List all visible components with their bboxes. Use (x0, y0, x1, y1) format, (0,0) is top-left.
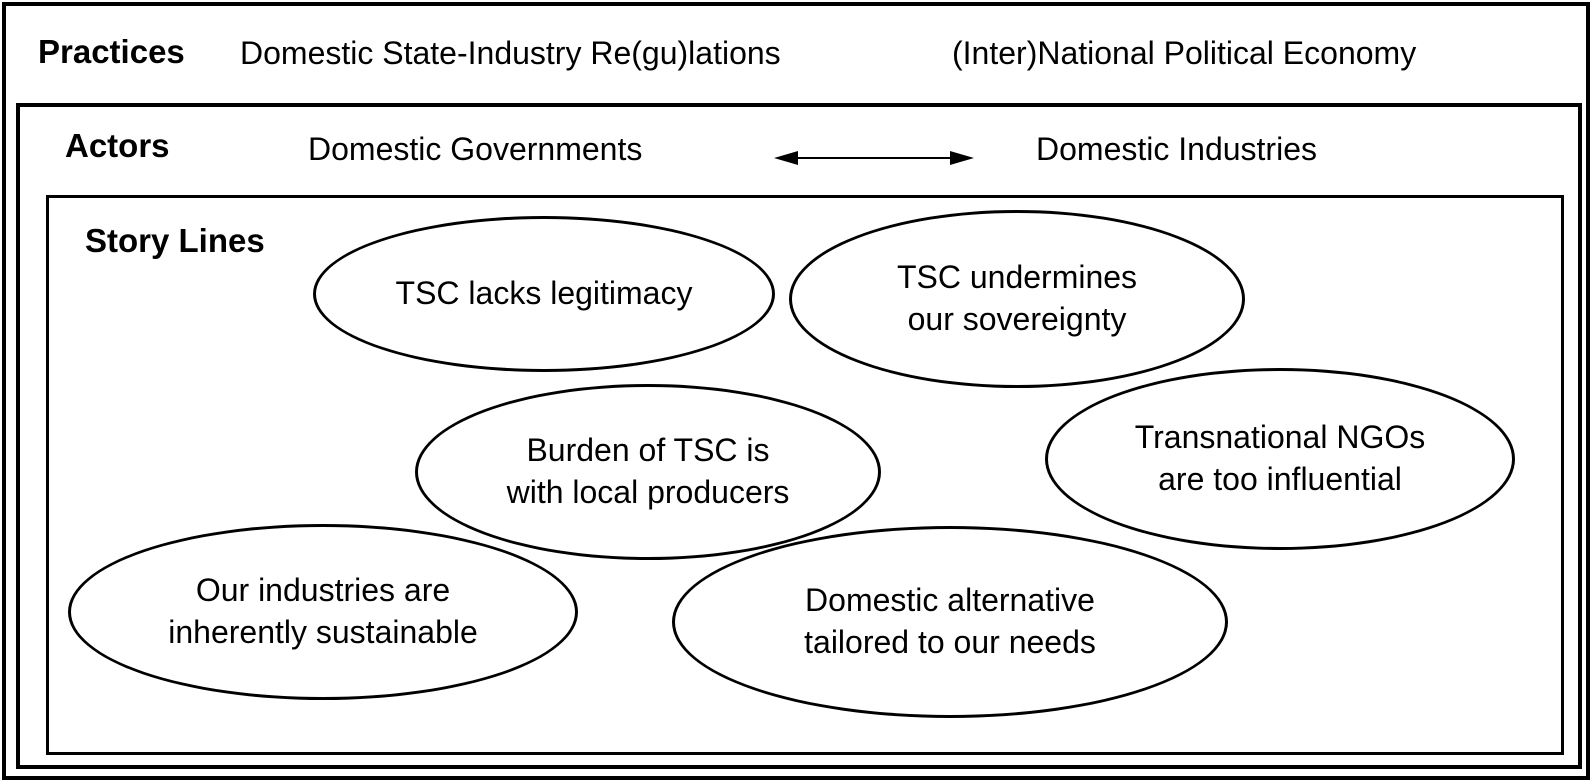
storyline-ellipse-transnational-ngos: Transnational NGOs are too influential (1045, 368, 1515, 550)
actor-domestic-governments: Domestic Governments (308, 131, 643, 167)
storyline-ellipse-burden-local-producers: Burden of TSC is with local producers (415, 384, 881, 560)
story-lines-box: Story Lines TSC lacks legitimacy TSC und… (46, 195, 1564, 755)
practices-item-domestic-regulations: Domestic State-Industry Re(gu)lations (240, 35, 781, 71)
storyline-ellipse-industries-sustainable: Our industries are inherently sustainabl… (68, 524, 578, 700)
actors-label: Actors (65, 127, 170, 164)
practices-item-political-economy: (Inter)National Political Economy (952, 35, 1417, 71)
practices-label: Practices (38, 33, 185, 70)
story-lines-label: Story Lines (85, 222, 265, 259)
storyline-ellipse-domestic-alternative: Domestic alternative tailored to our nee… (672, 526, 1228, 718)
actors-box: Actors Domestic Governments Domestic Ind… (16, 103, 1582, 769)
storyline-ellipse-tsc-undermines-sovereignty: TSC undermines our sovereignty (789, 210, 1245, 388)
double-arrow-icon (772, 147, 976, 169)
actor-domestic-industries: Domestic Industries (1036, 131, 1317, 167)
storyline-ellipse-tsc-lacks-legitimacy: TSC lacks legitimacy (313, 216, 775, 372)
